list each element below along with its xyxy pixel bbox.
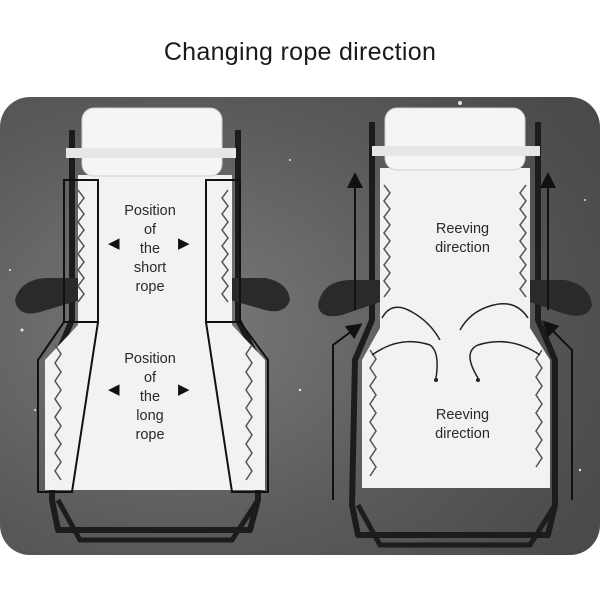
right-armrest-left xyxy=(318,280,380,317)
page-title: Changing rope direction xyxy=(163,38,437,66)
loose-rope-upper-left xyxy=(381,306,441,341)
right-armrest-right xyxy=(530,280,592,316)
arrow-right-icon: ▶ xyxy=(178,381,190,398)
loose-rope-lower-right xyxy=(469,340,541,379)
left-headrest xyxy=(81,107,223,177)
short-rope-label: Position of the short rope xyxy=(124,203,176,295)
arrow-left-icon: ◀ xyxy=(108,235,120,252)
loose-rope-lower-left xyxy=(371,340,438,379)
reeving-direction-lower-label: Reeving direction xyxy=(435,407,490,442)
stars xyxy=(9,101,586,472)
reeving-direction-upper-label: Reeving direction xyxy=(435,221,490,256)
long-rope-box-left xyxy=(37,321,100,493)
arrow-right-icon: ▶ xyxy=(178,235,190,252)
reeving-arrow-bottom-right xyxy=(542,320,573,500)
right-seat-fabric xyxy=(362,168,550,488)
left-chair-frame xyxy=(49,130,261,533)
long-rope-box-right xyxy=(204,321,269,493)
right-chair-frame xyxy=(349,122,558,538)
arrow-left-icon: ◀ xyxy=(108,381,120,398)
left-chair xyxy=(15,107,290,543)
left-seat-fabric xyxy=(45,175,265,490)
loose-rope-upper-right xyxy=(459,303,529,331)
left-armrest-right xyxy=(230,278,290,312)
long-rope-label: Position of the long rope xyxy=(124,351,176,443)
reeving-arrow-bottom-left xyxy=(332,323,363,500)
right-chair xyxy=(318,107,592,548)
right-headrest xyxy=(384,107,526,171)
chair-illustration-panel xyxy=(0,97,600,555)
